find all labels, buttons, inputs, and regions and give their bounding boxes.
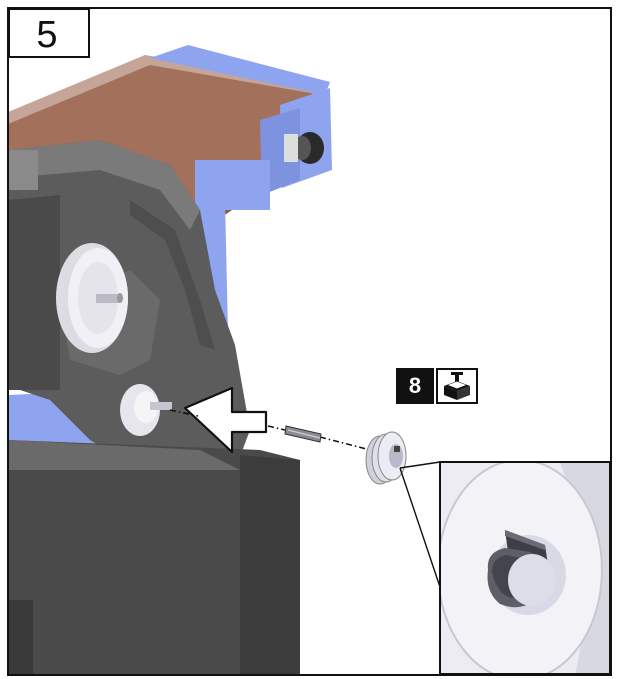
parts-quantity: 8	[396, 368, 434, 404]
pulley-part	[365, 431, 407, 485]
insert-arrow	[183, 386, 268, 454]
step-number: 5	[36, 14, 58, 56]
tension-knob	[284, 132, 324, 164]
zoom-callout-lines	[399, 461, 442, 591]
parts-box-icon	[436, 368, 478, 404]
machine-base	[8, 440, 300, 675]
step-number-box: 5	[8, 8, 90, 58]
key-pin	[284, 425, 322, 443]
detail-inset	[439, 461, 611, 675]
shaft-boss	[120, 384, 172, 436]
frame-border	[7, 7, 612, 676]
hand-wheel	[56, 243, 128, 353]
parts-badge: 8	[396, 368, 478, 404]
